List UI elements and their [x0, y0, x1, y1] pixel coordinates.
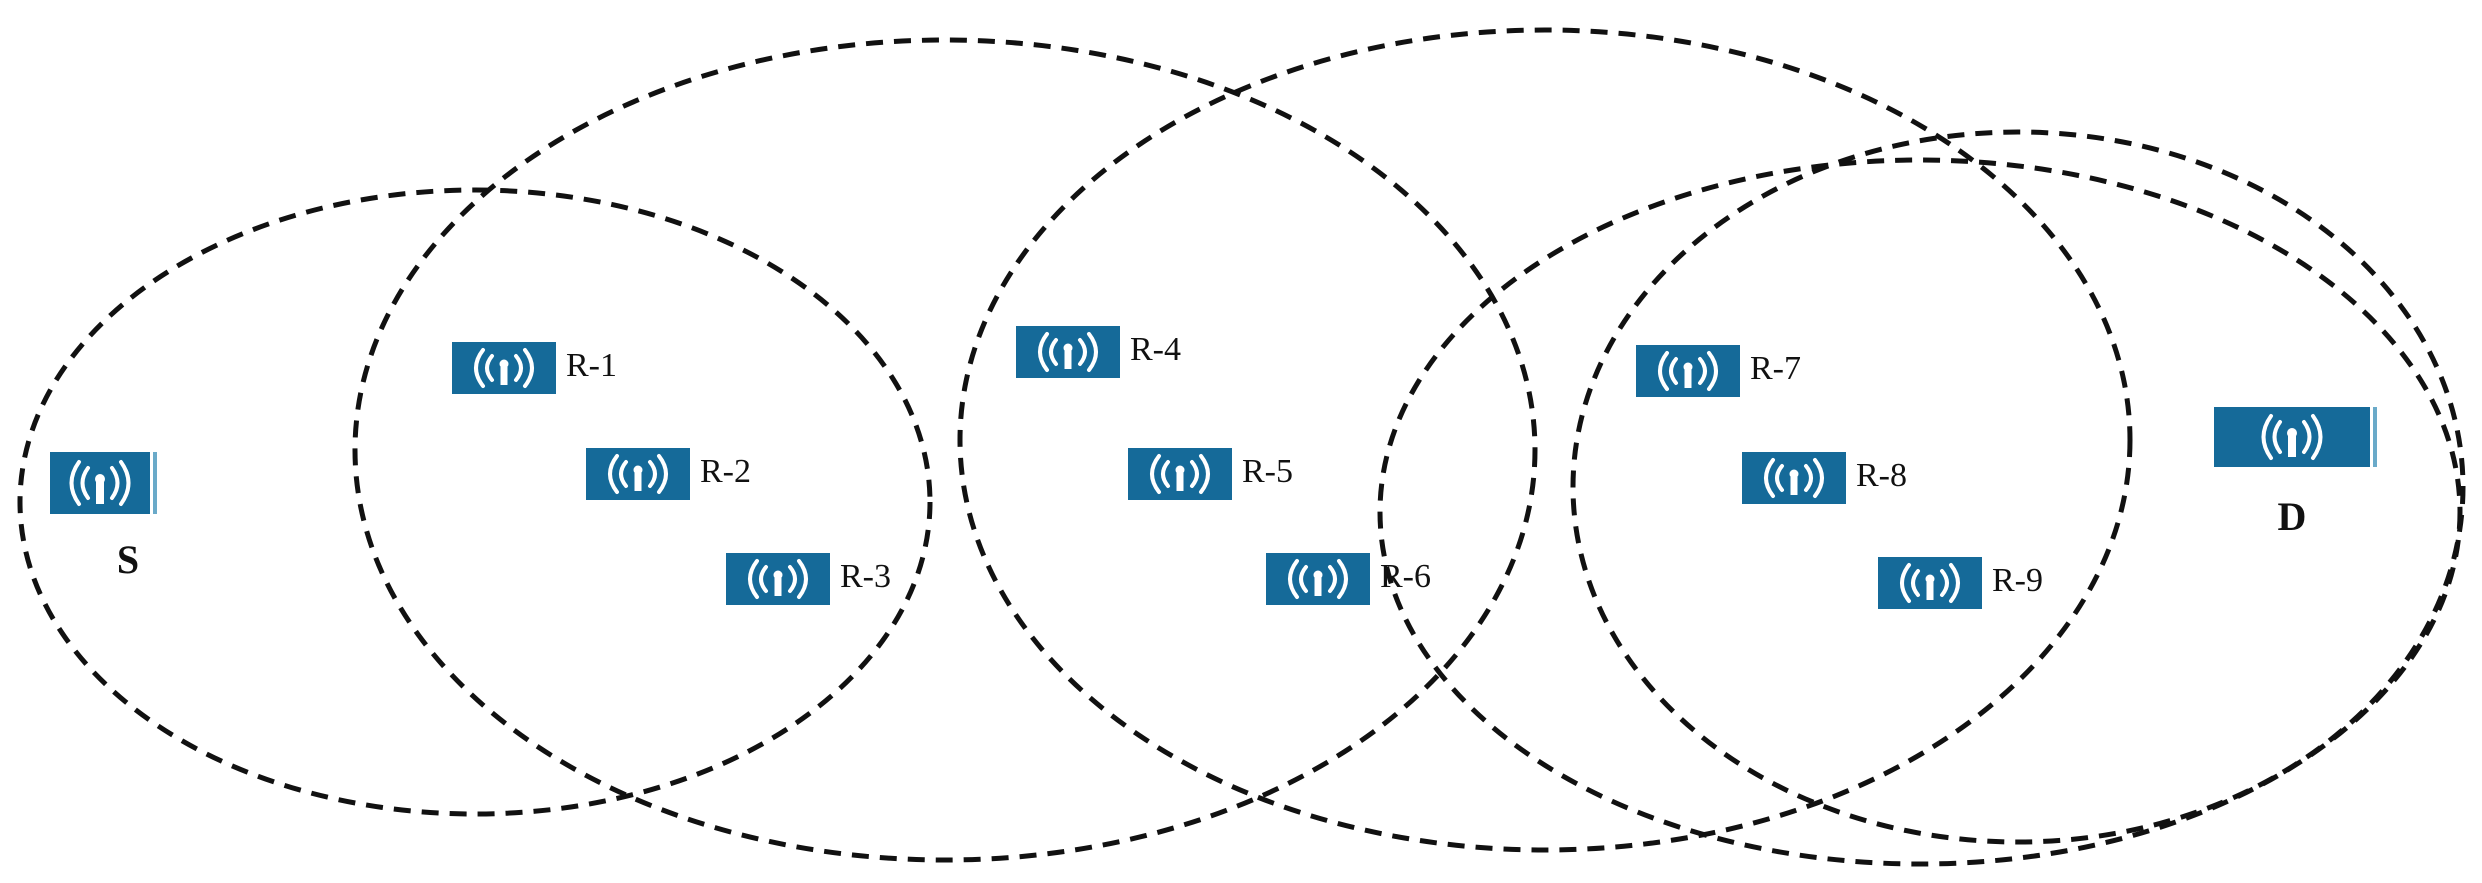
relay-node-2: R-2	[586, 448, 751, 500]
wireless-access-point-icon	[1016, 326, 1120, 378]
relay-label: R-2	[700, 453, 751, 490]
source-label: S	[117, 537, 139, 582]
relay-label: R-1	[566, 347, 617, 384]
relay-nodes: R-1R-2R-3 R-4R-5R-6 R-7R-8R-9	[452, 326, 2043, 609]
relay-node-5: R-5	[1128, 448, 1293, 500]
relay-label: R-7	[1750, 350, 1801, 387]
relay-node-3: R-3	[726, 553, 891, 605]
relay-label: R-9	[1992, 562, 2043, 599]
destination-node: D	[2214, 407, 2377, 539]
wireless-access-point-icon	[726, 553, 830, 605]
relay-node-7: R-7	[1636, 345, 1801, 397]
coverage-range-1	[17, 187, 933, 817]
wireless-access-point-icon	[50, 452, 157, 514]
relay-node-6: R-6	[1266, 553, 1431, 605]
wireless-access-point-icon	[1266, 553, 1370, 605]
coverage-range-2	[352, 37, 1538, 863]
wireless-access-point-icon	[2214, 407, 2377, 467]
coverage-range-4	[1377, 157, 2463, 867]
wireless-access-point-icon	[1636, 345, 1740, 397]
source-node: S	[50, 452, 157, 582]
relay-label: R-6	[1380, 558, 1431, 595]
relay-node-1: R-1	[452, 342, 617, 394]
wireless-access-point-icon	[1742, 452, 1846, 504]
relay-label: R-4	[1130, 331, 1181, 368]
relay-label: R-5	[1242, 453, 1293, 490]
wireless-access-point-icon	[1878, 557, 1982, 609]
relay-node-9: R-9	[1878, 557, 2043, 609]
relay-node-8: R-8	[1742, 452, 1907, 504]
wireless-access-point-icon	[586, 448, 690, 500]
relay-label: R-3	[840, 558, 891, 595]
relay-label: R-8	[1856, 457, 1907, 494]
wireless-access-point-icon	[1128, 448, 1232, 500]
destination-label: D	[2278, 494, 2307, 539]
wireless-access-point-icon	[452, 342, 556, 394]
coverage-range-5	[1570, 129, 2466, 845]
coverage-range-3	[957, 27, 2133, 853]
relay-node-4: R-4	[1016, 326, 1181, 378]
